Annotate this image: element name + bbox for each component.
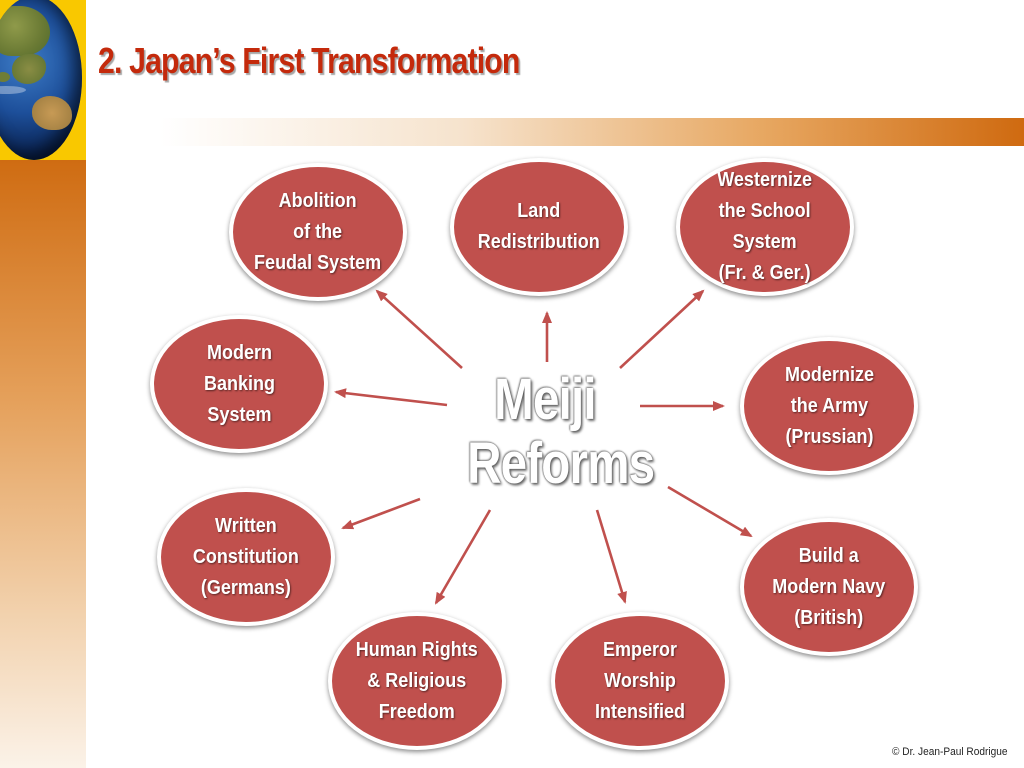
node-label: Human Rights & Religious Freedom [355,638,479,723]
node-label: Written Constitution (Germans) [193,514,299,599]
node-label: Build a Modern Navy (British) [772,544,886,629]
slide-title: 2. Japan’s First Transformation [98,40,520,81]
node-abolition-feudal-system: Abolition of the Feudal System [229,163,407,301]
node-label: Emperor Worship Intensified [594,638,685,723]
node-label: Land Redistribution [477,200,600,253]
node-label: Modernize the Army (Prussian) [784,363,874,448]
arrow-to-feudal [375,289,463,369]
arrow-to-navy [667,485,753,538]
arrow-to-banking [334,388,448,407]
center-label-meiji-reforms: Meiji Reforms [467,367,655,496]
node-land-redistribution: Land Redistribution [450,158,628,296]
node-emperor-worship: Emperor Worship Intensified [551,612,729,750]
arrow-to-human-rights [434,509,492,605]
node-modern-banking-system: Modern Banking System [150,315,328,453]
arrow-to-school [619,289,705,369]
node-label: Abolition of the Feudal System [254,189,382,274]
arrow-to-constitution [341,497,421,530]
copyright-notice: © Dr. Jean-Paul Rodrigue [892,746,1008,758]
title-underline-bar [160,118,1024,146]
node-written-constitution: Written Constitution (Germans) [157,488,335,626]
node-label: Westernize the School System (Fr. & Ger.… [717,169,813,284]
node-westernize-school-system: Westernize the School System (Fr. & Ger.… [676,158,854,296]
node-modern-navy: Build a Modern Navy (British) [740,518,918,656]
globe-icon [0,0,82,160]
left-gradient-band [0,160,86,768]
node-label: Modern Banking System [203,341,275,426]
arrow-to-emperor [595,509,627,604]
node-human-rights-religious-freedom: Human Rights & Religious Freedom [328,612,506,750]
node-modernize-army: Modernize the Army (Prussian) [740,337,918,475]
